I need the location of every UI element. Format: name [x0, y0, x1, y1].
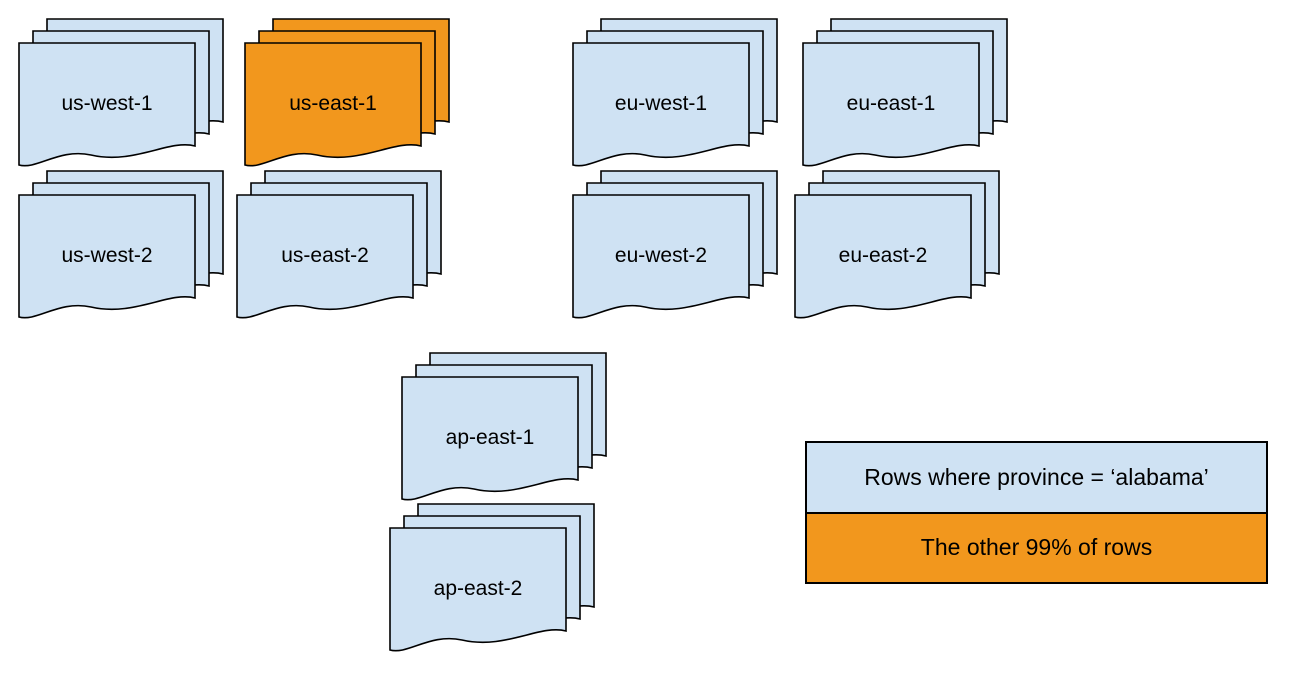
document-stack-icon: [572, 18, 778, 167]
document-stack-icon: [236, 170, 442, 319]
document-stack-icon: [802, 18, 1008, 167]
legend-item-alabama-rows: Rows where province = ‘alabama’: [807, 443, 1266, 512]
legend-item-alabama-label: Rows where province = ‘alabama’: [864, 463, 1209, 490]
document-stack-icon: [401, 352, 607, 501]
region-stack-ap-east-2: ap-east-2: [388, 502, 598, 660]
legend: Rows where province = ‘alabama’ The othe…: [805, 441, 1268, 584]
region-stack-eu-east-1: eu-east-1: [801, 17, 1011, 175]
region-stack-eu-west-1: eu-west-1: [571, 17, 781, 175]
region-stack-eu-east-2: eu-east-2: [793, 169, 1003, 327]
document-stack-icon: [244, 18, 450, 167]
document-stack-icon: [389, 503, 595, 652]
region-stack-us-west-1: us-west-1: [17, 17, 227, 175]
region-stack-us-west-2: us-west-2: [17, 169, 227, 327]
document-stack-icon: [18, 18, 224, 167]
legend-item-other-label: The other 99% of rows: [920, 534, 1153, 561]
document-stack-icon: [572, 170, 778, 319]
region-stack-us-east-2: us-east-2: [235, 169, 445, 327]
region-stack-us-east-1: us-east-1: [243, 17, 453, 175]
region-stack-ap-east-1: ap-east-1: [400, 351, 610, 509]
document-stack-icon: [18, 170, 224, 319]
region-stack-eu-west-2: eu-west-2: [571, 169, 781, 327]
document-stack-icon: [794, 170, 1000, 319]
legend-item-other-rows: The other 99% of rows: [807, 511, 1266, 582]
